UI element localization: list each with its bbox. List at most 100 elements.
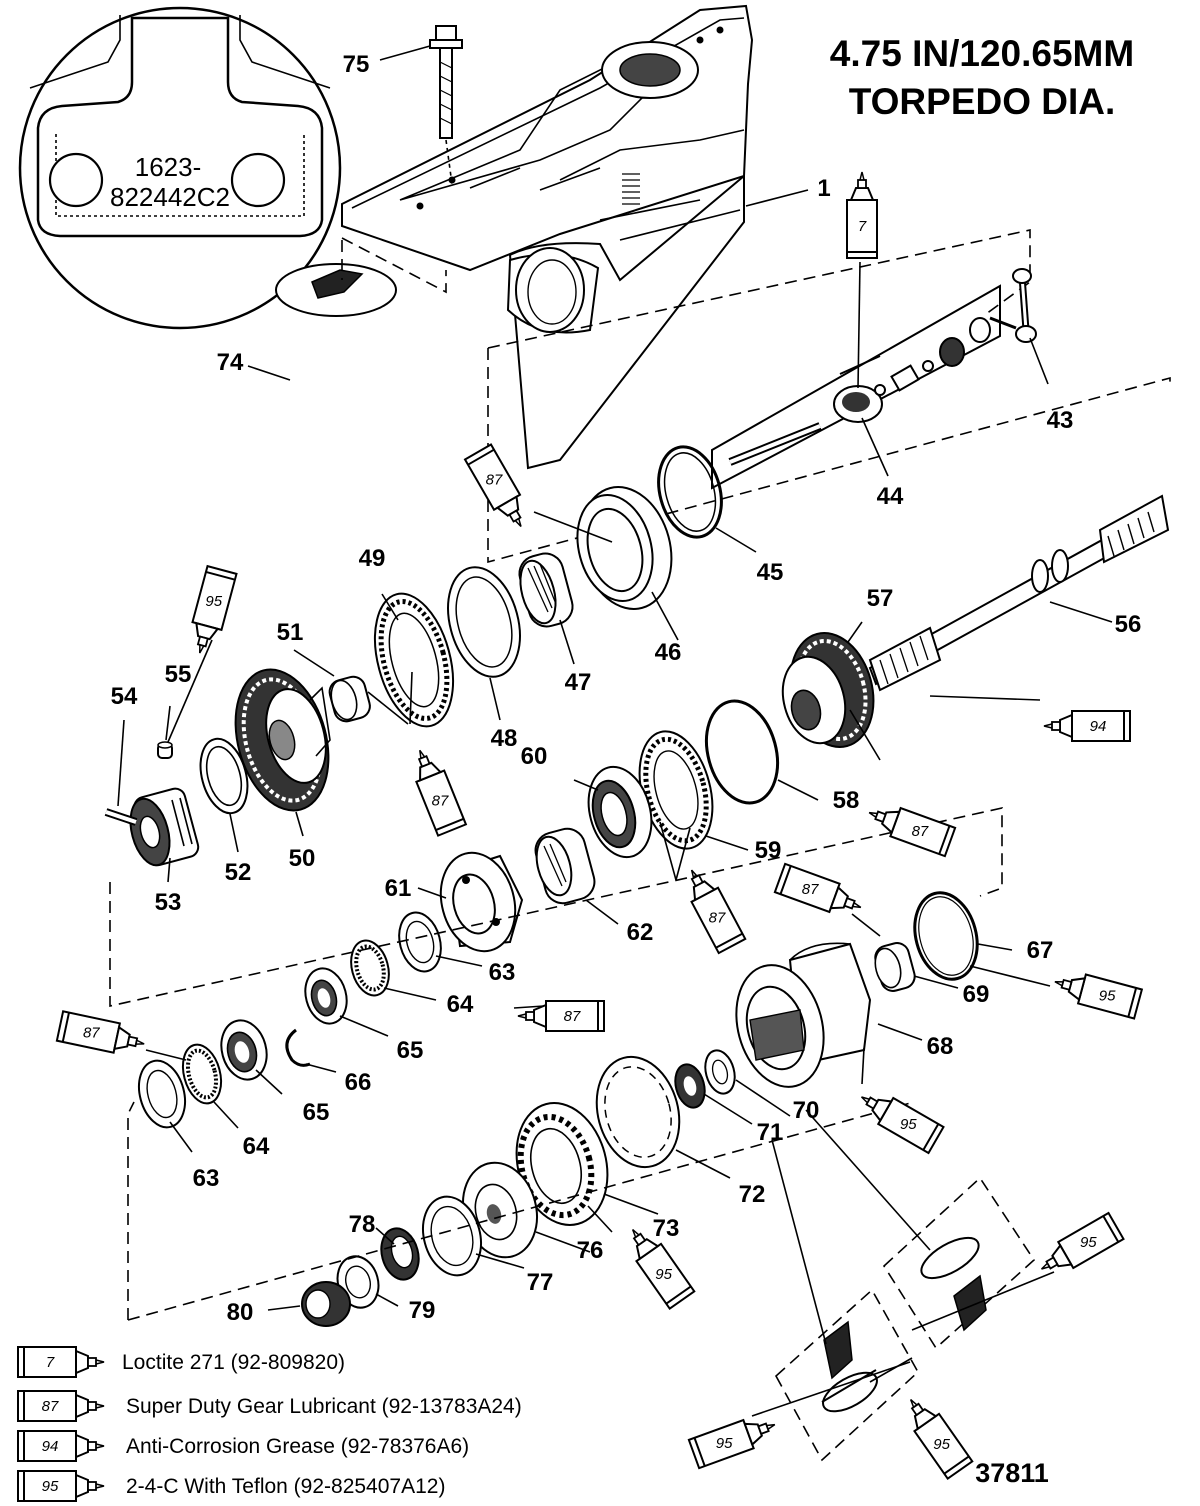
callout-69: 69 [963,981,990,1008]
tube-label-87-gear: 87 [432,792,449,809]
spring-55 [157,741,173,759]
diagram-title-line-2: TORPEDO DIA. [849,81,1116,122]
bearing-51 [328,675,371,723]
anode-74 [275,263,397,317]
clutch-53 [129,787,200,867]
tube-95-detail-bottom: 95 [897,1389,974,1480]
bearing-carrier-68 [735,942,872,1088]
pin-54 [104,808,138,826]
tube-label-95-carrier: 95 [900,1116,917,1133]
thrust-hub-76 [462,1161,538,1259]
tube-7: 7 [846,171,878,259]
washer-63-upper [398,911,442,973]
bearing-71 [674,1063,706,1109]
legend-text-95: 2-4-C With Teflon (92-825407A12) [126,1475,445,1498]
ring-52 [199,737,249,815]
legend-row-95: 95 2-4-C With Teflon (92-825407A12) [17,1470,445,1502]
callout-64-lower: 64 [243,1133,270,1160]
callout-79: 79 [409,1297,436,1324]
needle-bearing-62 [534,827,596,905]
tube-label-87-left: 87 [83,1025,100,1042]
tube-label-95-bottom: 95 [655,1266,672,1283]
tube-87-left: 87 [55,1010,149,1060]
o-ring-67 [913,891,979,981]
callout-75: 75 [343,51,370,78]
callout-50: 50 [289,845,316,872]
anode-detail-inset: 1623- 822442C2 [18,6,342,330]
ring-58 [705,699,779,805]
callout-55: 55 [165,661,192,688]
tube-87-right: 87 [773,862,867,923]
tab-washer-72 [595,1055,681,1169]
bearing-65-upper [304,967,348,1025]
tube-label-95-seal: 95 [1099,988,1116,1005]
tube-label-94: 94 [1090,718,1107,735]
tube-label-87-reverse: 87 [912,823,929,840]
callout-48: 48 [491,725,518,752]
tube-label-95-detail-bottom: 95 [933,1436,950,1453]
detail-box-70 [882,1176,1036,1350]
inset-part-number-1: 1623- [135,152,202,182]
callout-71: 71 [757,1119,784,1146]
tube-95-detail-left: 95 [687,1409,781,1470]
tube-94: 94 [1043,710,1131,742]
callout-47: 47 [565,669,592,696]
callout-44: 44 [877,483,904,510]
legend-tube-number-7: 7 [46,1354,55,1371]
tube-label-87-middle: 87 [564,1008,581,1025]
thrust-bearing-64-upper [350,939,390,997]
tube-87-carrier: 87 [677,862,747,955]
legend-tube-number-95: 95 [42,1478,59,1495]
callout-58: 58 [833,787,860,814]
callout-45: 45 [757,559,784,586]
bearing-60 [587,765,653,859]
callout-56: 56 [1115,611,1142,638]
legend-text-94: Anti-Corrosion Grease (92-78376A6) [126,1435,469,1458]
bearing-73 [515,1102,609,1226]
callout-43: 43 [1047,407,1074,434]
tube-95-detail-top: 95 [1033,1212,1125,1283]
needle-bearing-47 [518,552,574,628]
legend-tube-number-94: 94 [42,1438,59,1455]
tube-87-top: 87 [464,443,535,535]
callout-77: 77 [527,1269,554,1296]
callout-60: 60 [521,743,548,770]
gear-housing [341,4,754,470]
tube-95-carrier: 95 [853,1083,945,1154]
legend-row-7: 7 Loctite 271 (92-809820) [17,1346,345,1378]
callout-74: 74 [217,349,244,376]
legend-text-87: Super Duty Gear Lubricant (92-13783A24) [126,1395,522,1418]
tube-95-left: 95 [184,565,238,658]
nut-80 [301,1281,351,1327]
bearing-65-lower [220,1019,268,1081]
inset-part-number-2: 822442C2 [110,182,230,212]
tab-washer-77 [422,1195,482,1277]
shift-link-43 [989,268,1037,343]
thrust-bearing-64-lower [181,1043,223,1105]
tube-label-95-left: 95 [205,593,222,610]
callout-80: 80 [227,1299,254,1326]
legend-row-94: 94 Anti-Corrosion Grease (92-78376A6) [17,1430,469,1462]
tube-label-95-detail-top: 95 [1080,1234,1097,1251]
callout-65-upper: 65 [397,1037,424,1064]
callout-53: 53 [155,889,182,916]
callout-67: 67 [1027,937,1054,964]
callout-63-upper: 63 [489,959,516,986]
tube-label-95-detail-left: 95 [716,1435,733,1452]
shim-48 [447,566,521,678]
washer-63-lower [137,1059,187,1129]
reverse-gear-57 [781,632,875,748]
bearing-cup-46 [576,486,673,610]
callout-70: 70 [793,1097,820,1124]
tube-95-bottom: 95 [619,1219,696,1310]
tube-95-seal: 95 [1050,966,1143,1020]
thrust-bearing-59 [638,730,714,850]
tube-label-87-carrier: 87 [709,910,726,927]
thrust-bearing-49 [374,592,454,728]
ring-45 [657,445,723,539]
lubricant-legend: 7 Loctite 271 (92-809820) 87 Super Duty … [17,1346,522,1502]
callout-57: 57 [867,585,894,612]
tube-87-reverse: 87 [863,797,957,858]
callout-68: 68 [927,1033,954,1060]
